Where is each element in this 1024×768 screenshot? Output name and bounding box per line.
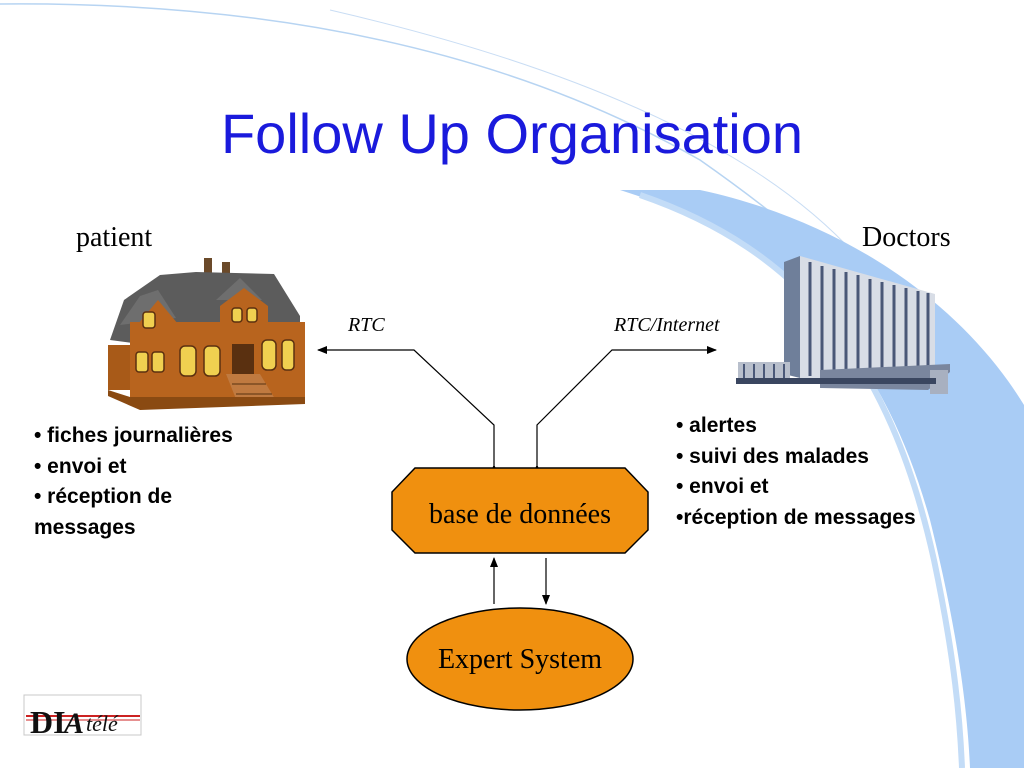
- doctor-bullet-list: • alertes • suivi des malades • envoi et…: [676, 411, 916, 533]
- rtc-internet-link-label: RTC/Internet: [614, 314, 720, 336]
- list-item: • envoi et: [676, 475, 769, 498]
- list-item: • suivi des malades: [676, 444, 869, 468]
- svg-text:DI: DI: [30, 704, 66, 740]
- slide-title: Follow Up Organisation: [220, 102, 804, 165]
- list-item: •réception de messages: [676, 505, 916, 529]
- list-item: • réception de: [34, 485, 173, 508]
- svg-text:A: A: [62, 707, 84, 740]
- rtc-link-arrow: [317, 346, 498, 474]
- house-icon: [108, 258, 305, 410]
- list-item: • fiches journalières: [34, 424, 233, 447]
- doctors-label: Doctors: [862, 222, 951, 253]
- expert-system-shape: [406, 607, 634, 711]
- rtc-internet-link-arrow: [533, 346, 717, 474]
- patient-bullet-list: • fiches journalières • envoi et • récep…: [34, 421, 233, 543]
- database-label: base de données: [429, 499, 611, 530]
- database-shape: [391, 467, 649, 554]
- dia-logo: DI A télé: [23, 694, 142, 740]
- svg-text:télé: télé: [86, 711, 119, 736]
- list-item: • envoi et: [34, 454, 127, 478]
- rtc-link-label: RTC: [348, 314, 385, 336]
- expert-system-label: Expert System: [437, 644, 603, 675]
- list-item: messages: [34, 515, 136, 539]
- hospital-building-icon: [736, 256, 950, 394]
- list-item: • alertes: [676, 414, 757, 437]
- patient-label: patient: [76, 222, 153, 253]
- connector-arrows: [317, 346, 717, 605]
